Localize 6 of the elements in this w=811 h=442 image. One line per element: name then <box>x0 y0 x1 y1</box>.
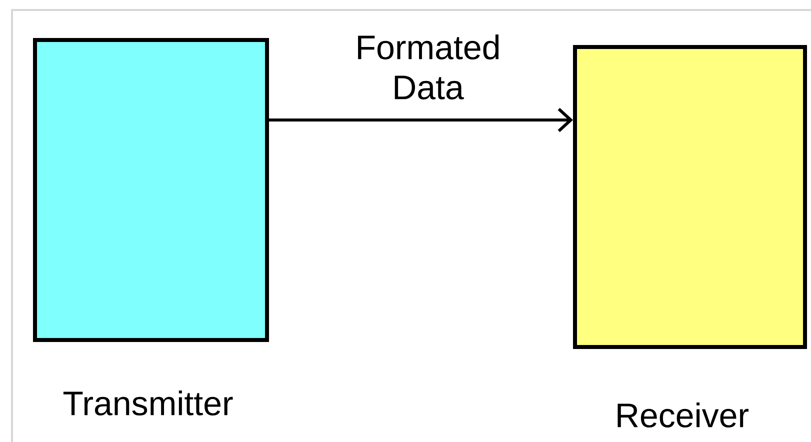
edge-label: Formated Data <box>358 34 499 100</box>
block-label: Receiver <box>618 402 748 428</box>
arrow <box>269 108 574 132</box>
block-box <box>33 38 269 342</box>
block-label: Transmitter <box>63 390 233 416</box>
block-box <box>573 45 807 349</box>
